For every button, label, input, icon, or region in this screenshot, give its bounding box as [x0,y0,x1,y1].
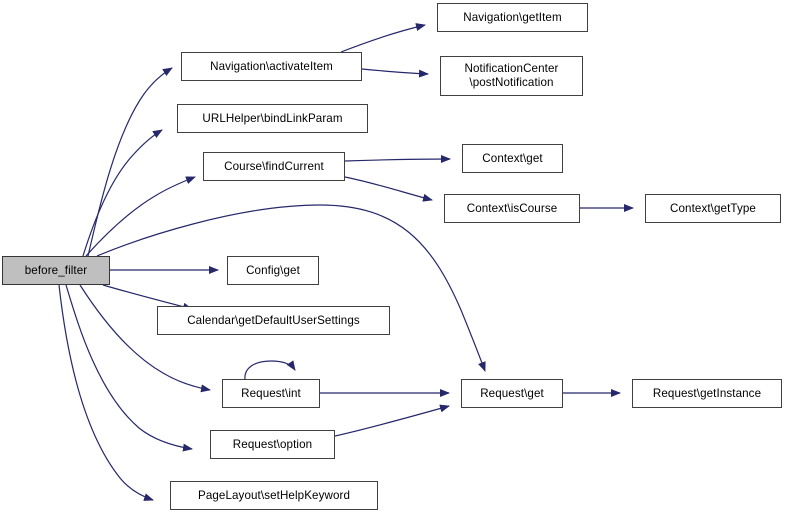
edge-before_filter-to-course_findcurrent [85,176,196,257]
node-context_get[interactable]: Context\get [462,144,563,173]
edge-navigation_activateitem-to-navigation_getitem [340,23,426,53]
node-label-context_iscourse: Context\isCourse [466,201,558,215]
node-context_gettype[interactable]: Context\getType [645,194,781,223]
node-label-pagelayout_sethelpkeyword: PageLayout\setHelpKeyword [197,488,351,502]
node-request_get[interactable]: Request\get [461,379,563,408]
node-label-notificationcenter_postnotification: NotificationCenter \postNotification [464,62,559,89]
node-label-navigation_activateitem: Navigation\activateItem [210,59,333,73]
edge-before_filter-to-navigation_activateitem [87,67,173,257]
edge-before_filter-to-request_get [96,204,486,372]
node-course_findcurrent[interactable]: Course\findCurrent [203,152,345,181]
edges-group [58,23,634,501]
node-request_int[interactable]: Request\int [222,379,320,408]
edge-navigation_activateitem-to-notificationcenter_postnotification [361,68,429,78]
edge-course_findcurrent-to-context_get [344,155,451,164]
edge-before_filter-to-pagelayout_sethelpkeyword [58,284,154,501]
edge-request_int-self-loop [244,360,296,380]
node-label-request_get: Request\get [480,386,544,400]
edge-before_filter-to-request_int [79,284,211,393]
node-label-request_int: Request\int [241,386,301,400]
node-navigation_activateitem[interactable]: Navigation\activateItem [181,52,362,81]
edge-request_option-to-request_get [334,404,450,437]
node-notificationcenter_postnotification[interactable]: NotificationCenter \postNotification [440,56,583,96]
node-label-config_get: Config\get [246,263,300,277]
node-label-request_getinstance: Request\getInstance [652,386,762,400]
node-label-urlhelper_bindlinkparam: URLHelper\bindLinkParam [202,111,343,125]
node-label-request_option: Request\option [232,437,313,451]
edge-course_findcurrent-to-context_iscourse [344,176,433,202]
node-label-course_findcurrent: Course\findCurrent [224,159,324,173]
node-label-context_get: Context\get [482,151,543,165]
node-request_option[interactable]: Request\option [210,430,335,459]
node-calendar_getdefaultusersettings[interactable]: Calendar\getDefaultUserSettings [157,306,390,335]
node-navigation_getitem[interactable]: Navigation\getItem [437,3,588,32]
node-label-calendar_getdefaultusersettings: Calendar\getDefaultUserSettings [187,313,360,327]
node-urlhelper_bindlinkparam[interactable]: URLHelper\bindLinkParam [177,104,368,133]
node-config_get[interactable]: Config\get [227,256,319,285]
node-label-context_gettype: Context\getType [670,201,756,215]
node-label-before_filter: before_filter [24,263,88,277]
node-pagelayout_sethelpkeyword[interactable]: PageLayout\setHelpKeyword [170,481,378,510]
node-context_iscourse[interactable]: Context\isCourse [444,194,580,223]
node-request_getinstance[interactable]: Request\getInstance [632,379,782,408]
node-label-navigation_getitem: Navigation\getItem [463,10,562,24]
edge-before_filter-to-urlhelper_bindlinkparam [82,129,163,257]
node-before_filter[interactable]: before_filter [2,256,110,285]
